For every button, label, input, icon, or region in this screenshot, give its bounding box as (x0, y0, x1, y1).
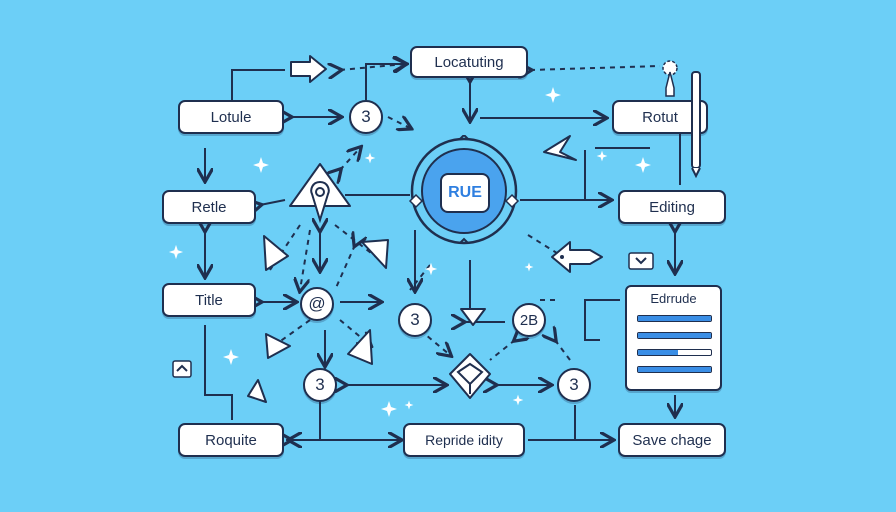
node-repride-idity[interactable]: Repride idity (403, 423, 525, 457)
node-retle[interactable]: Retle (162, 190, 256, 224)
chevron-up-icon[interactable] (172, 360, 192, 378)
triangle-shape-icon (263, 235, 289, 271)
node-roquite[interactable]: Roquite (178, 423, 284, 457)
sparkle-icon (364, 152, 376, 164)
node-lotule[interactable]: Lotule (178, 100, 284, 134)
document-line-fill (638, 333, 711, 338)
node-save-chage[interactable]: Save chage (618, 423, 726, 457)
step-circle[interactable]: 3 (557, 368, 591, 402)
sparkle-icon (596, 150, 608, 162)
sparkle-icon (512, 394, 524, 406)
sparkle-icon (223, 349, 239, 365)
node-locatuting[interactable]: Locatuting (410, 46, 528, 78)
sparkle-icon (404, 400, 414, 410)
location-pin-icon[interactable] (288, 160, 352, 226)
step-circle[interactable]: 3 (303, 368, 337, 402)
document-line (637, 332, 712, 339)
triangle-shape-icon (361, 239, 389, 269)
triangle-shape-icon (247, 379, 267, 403)
step-circle[interactable]: 3 (398, 303, 432, 337)
pencil-icon[interactable] (658, 58, 708, 178)
triangle-shape-icon (347, 329, 373, 365)
at-circle[interactable]: @ (300, 287, 334, 321)
triangle-down-icon (460, 308, 486, 326)
node-editing[interactable]: Editing (618, 190, 726, 224)
document-line (637, 315, 712, 322)
node-title[interactable]: Title (162, 283, 256, 317)
hub-badge[interactable]: RUE (440, 173, 490, 213)
sparkle-icon (381, 401, 397, 417)
diamond-icon[interactable] (446, 350, 494, 402)
flag-icon[interactable] (540, 130, 580, 170)
sparkle-icon (424, 262, 438, 276)
document-title: Edrrude (650, 291, 697, 306)
document-line (637, 349, 712, 356)
sparkle-icon (168, 244, 184, 260)
triangle-shape-icon (265, 333, 291, 359)
arrow-right-icon[interactable] (288, 54, 330, 84)
sparkle-icon (253, 157, 269, 173)
step-circle[interactable]: 3 (349, 100, 383, 134)
sparkle-icon (635, 157, 651, 173)
document-line-fill (638, 350, 679, 355)
document-line-fill (638, 316, 711, 321)
document-card[interactable]: Edrrude (625, 285, 722, 391)
document-line-fill (638, 367, 711, 372)
chevron-down-icon[interactable] (628, 252, 654, 270)
sparkle-icon (524, 262, 534, 272)
step-circle-2b[interactable]: 2B (512, 303, 546, 337)
document-line (637, 366, 712, 373)
arrow-left-icon[interactable] (550, 238, 606, 276)
sparkle-icon (545, 87, 561, 103)
